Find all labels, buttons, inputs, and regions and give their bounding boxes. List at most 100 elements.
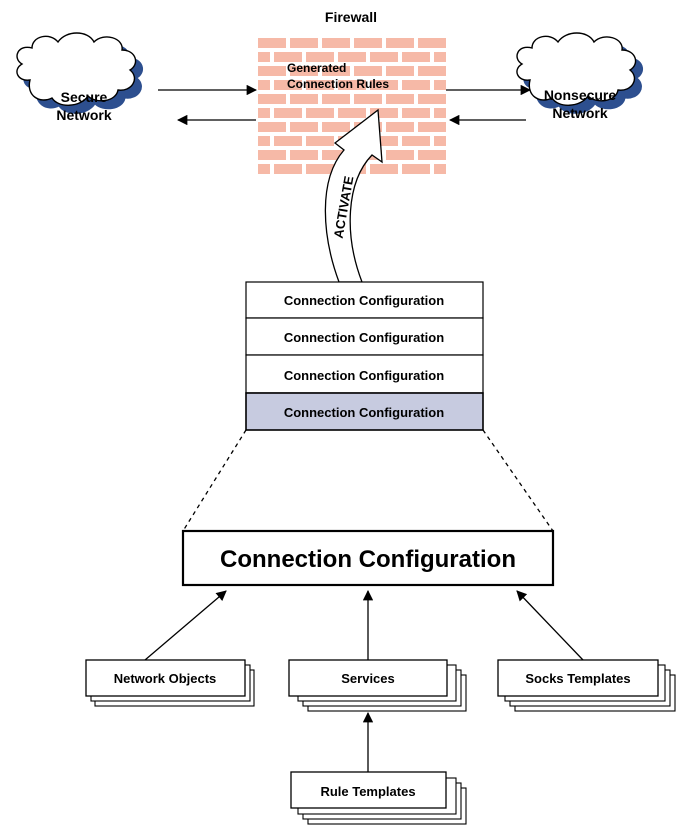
- socks-templates-stack: Socks Templates: [497, 659, 676, 712]
- brick: [418, 150, 446, 160]
- brick: [258, 136, 270, 146]
- socks-templates-box[interactable]: [497, 659, 659, 697]
- brick: [354, 66, 382, 76]
- brick: [258, 94, 286, 104]
- firewall-wall: [258, 38, 446, 174]
- brick: [322, 150, 350, 160]
- brick: [402, 164, 430, 174]
- brick: [306, 136, 334, 146]
- brick: [306, 108, 334, 118]
- brick: [354, 94, 382, 104]
- brick: [370, 136, 398, 146]
- brick: [258, 150, 286, 160]
- brick: [322, 38, 350, 48]
- network-objects-arrow: [144, 590, 227, 661]
- brick: [434, 164, 446, 174]
- nonsecure-network-line1: Nonsecure: [544, 87, 617, 103]
- brick: [402, 52, 430, 62]
- network-objects-stack: Network Objects: [85, 659, 255, 707]
- brick: [258, 108, 270, 118]
- main-config-label: Connection Configuration: [220, 546, 516, 573]
- rule-templates-box[interactable]: [290, 771, 447, 809]
- brick: [402, 108, 430, 118]
- config-stack-item-3[interactable]: [245, 354, 484, 394]
- brick: [338, 108, 366, 118]
- config-stack-label-4: Connection Configuration: [284, 405, 444, 420]
- brick: [434, 52, 446, 62]
- socks-templates-label: Socks Templates: [525, 671, 630, 686]
- brick: [386, 94, 414, 104]
- brick: [274, 52, 302, 62]
- firewall-title: Firewall: [325, 9, 377, 25]
- brick: [258, 38, 286, 48]
- rule-templates-stack: Rule Templates: [290, 771, 467, 825]
- socks-templates-arrow: [516, 590, 584, 661]
- config-stack-label-2: Connection Configuration: [284, 330, 444, 345]
- brick: [322, 122, 350, 132]
- brick: [258, 80, 270, 90]
- brick: [322, 94, 350, 104]
- brick: [306, 164, 334, 174]
- services-label: Services: [341, 671, 395, 686]
- services-stack: Services: [288, 659, 467, 712]
- brick: [370, 164, 398, 174]
- brick: [338, 80, 366, 90]
- brick: [418, 66, 446, 76]
- brick: [386, 66, 414, 76]
- brick: [290, 94, 318, 104]
- brick: [306, 52, 334, 62]
- brick: [402, 136, 430, 146]
- main-config-box[interactable]: [181, 529, 555, 587]
- config-stack-label-3: Connection Configuration: [284, 368, 444, 383]
- brick: [258, 52, 270, 62]
- brick: [322, 66, 350, 76]
- brick: [258, 164, 270, 174]
- brick: [338, 52, 366, 62]
- brick: [434, 80, 446, 90]
- brick: [274, 108, 302, 118]
- brick: [290, 150, 318, 160]
- secure-network-line1: Secure: [61, 89, 108, 105]
- brick: [370, 108, 398, 118]
- brick: [418, 122, 446, 132]
- firewall-label-line1: Generated: [287, 61, 346, 75]
- firewall-label-line2: Connection Rules: [287, 77, 389, 91]
- brick: [274, 136, 302, 146]
- zoom-line-left: [182, 429, 247, 532]
- network-objects-box[interactable]: [85, 659, 246, 697]
- brick: [418, 38, 446, 48]
- brick: [290, 38, 318, 48]
- brick: [386, 150, 414, 160]
- brick: [274, 164, 302, 174]
- nonsecure-network-line2: Network: [552, 105, 607, 121]
- brick: [354, 38, 382, 48]
- secure-network-cloud: Secure Network: [16, 32, 144, 123]
- config-stack: Connection Configuration Connection Conf…: [245, 281, 484, 431]
- config-stack-item-2[interactable]: [245, 317, 484, 356]
- config-stack-item-1[interactable]: [245, 281, 484, 319]
- brick: [258, 122, 286, 132]
- config-stack-item-4-selected[interactable]: [245, 392, 484, 431]
- brick: [386, 38, 414, 48]
- nonsecure-network-cloud: Nonsecure Network: [516, 32, 644, 121]
- rule-templates-label: Rule Templates: [320, 784, 415, 799]
- brick: [290, 122, 318, 132]
- brick: [434, 108, 446, 118]
- brick: [290, 66, 318, 76]
- brick: [370, 52, 398, 62]
- network-objects-label: Network Objects: [114, 671, 217, 686]
- activate-arrow: ACTIVATE: [324, 108, 383, 283]
- brick: [274, 80, 302, 90]
- brick: [386, 122, 414, 132]
- config-stack-label-1: Connection Configuration: [284, 293, 444, 308]
- secure-network-line2: Network: [56, 107, 111, 123]
- services-box[interactable]: [288, 659, 448, 697]
- zoom-line-right: [482, 429, 554, 532]
- brick: [306, 80, 334, 90]
- brick: [370, 80, 398, 90]
- brick: [418, 94, 446, 104]
- brick: [258, 66, 286, 76]
- brick: [402, 80, 430, 90]
- brick: [434, 136, 446, 146]
